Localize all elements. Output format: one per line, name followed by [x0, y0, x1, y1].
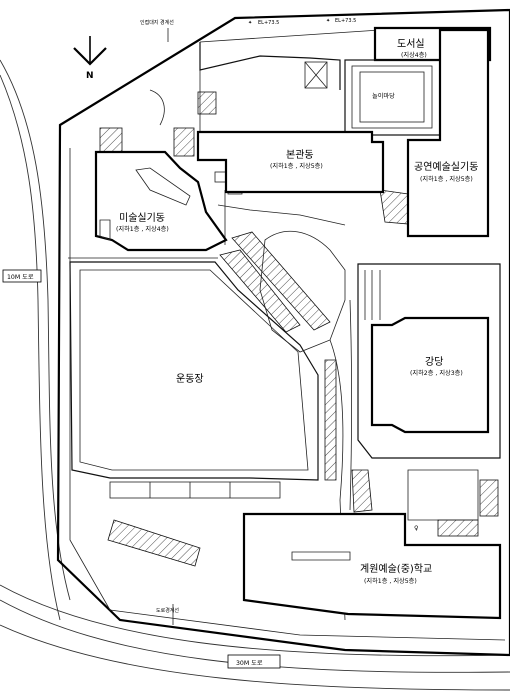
- north-label: N: [86, 71, 94, 81]
- inner-roadway: [259, 231, 346, 353]
- library-floors: (지상4층): [401, 51, 427, 59]
- performing-arts-name: 공연예술실기동: [414, 161, 478, 173]
- main-building-floors: (지하1층 , 지상5층): [270, 162, 323, 170]
- auditorium-building: [370, 316, 490, 434]
- neighbor-boundary-label: 인접대지 경계선: [140, 19, 174, 26]
- elevation-mark-2: EL+73.5: [335, 18, 356, 24]
- auditorium-floors: (지하2층 , 지상3층): [410, 369, 463, 377]
- elevation-marker: ✦: [248, 20, 252, 26]
- art-building-floors: (지하1층 , 지상4층): [116, 225, 169, 233]
- site-boundary: [56, 8, 510, 657]
- main-building: [196, 130, 385, 194]
- restroom-symbol: ♀: [414, 525, 419, 532]
- school-name: 계원예술(중)학교: [360, 563, 432, 575]
- performing-arts-building: [406, 28, 490, 238]
- road-lines: [0, 59, 510, 691]
- plaza-name: 놀이마당: [372, 92, 395, 100]
- road-boundary-label: 도로경계선: [156, 607, 179, 614]
- school-building: [242, 512, 502, 620]
- road-30m-label: 30M 도로: [236, 660, 263, 667]
- north-arrow-icon: [73, 36, 107, 66]
- main-building-name: 본관동: [286, 149, 314, 161]
- art-building-name: 미술실기동: [119, 212, 165, 224]
- auditorium-name: 강당: [425, 356, 443, 368]
- art-building: [94, 150, 228, 252]
- auditorium-site: [357, 263, 501, 459]
- sports-field-outline: [69, 261, 319, 481]
- elevation-marker: ✦: [326, 18, 330, 24]
- elevation-mark-1: EL+73.5: [258, 20, 279, 26]
- library-name: 도서실: [397, 38, 425, 50]
- performing-arts-floors: (지하1층 , 지상5층): [420, 175, 473, 183]
- sports-field-name: 운동장: [176, 373, 204, 385]
- road-10m-label: 10M 도로: [7, 274, 34, 281]
- school-floors: (지하1층 , 지상5층): [364, 577, 417, 585]
